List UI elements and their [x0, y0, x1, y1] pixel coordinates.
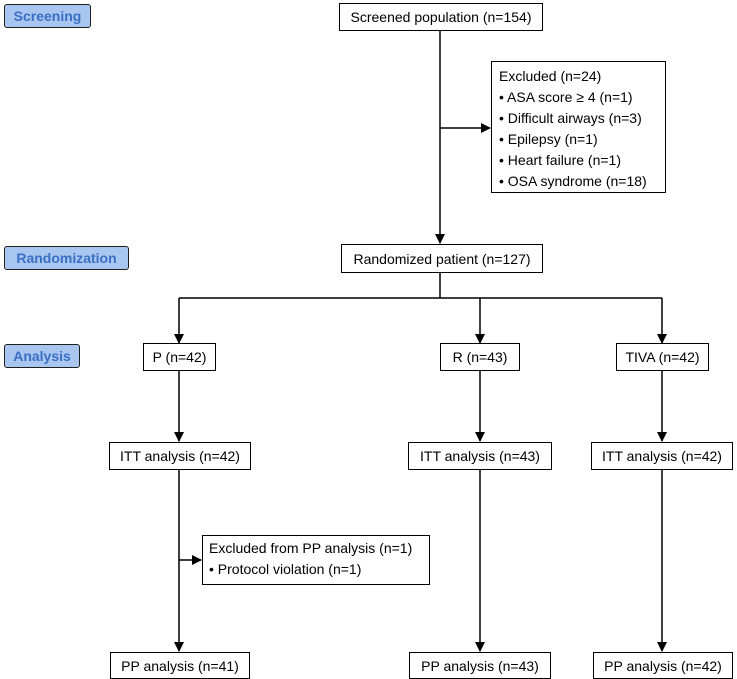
itt-analysis-tiva-box: ITT analysis (n=42): [591, 442, 733, 470]
stage-screening: Screening: [4, 4, 91, 28]
excluded-title: Excluded (n=24): [499, 68, 602, 84]
screened-population-box: Screened population (n=154): [339, 3, 543, 31]
excluded-box: Excluded (n=24) • ASA score ≥ 4 (n=1) • …: [491, 61, 666, 193]
group-tiva-box: TIVA (n=42): [616, 343, 709, 371]
itt-analysis-r-box: ITT analysis (n=43): [408, 442, 552, 470]
group-p-box: P (n=42): [143, 343, 216, 371]
excluded-item: • OSA syndrome (n=18): [499, 173, 647, 189]
excluded-item: • Epilepsy (n=1): [499, 131, 598, 147]
stage-analysis: Analysis: [4, 344, 80, 368]
pp-analysis-p-box: PP analysis (n=41): [110, 652, 250, 679]
itt-analysis-p-box: ITT analysis (n=42): [109, 442, 251, 470]
pp-analysis-tiva-box: PP analysis (n=42): [593, 652, 733, 679]
stage-randomization: Randomization: [4, 246, 129, 270]
randomized-patient-box: Randomized patient (n=127): [341, 244, 543, 273]
excluded-item: • ASA score ≥ 4 (n=1): [499, 89, 633, 105]
pp-excluded-title: Excluded from PP analysis (n=1): [209, 540, 413, 556]
excluded-item: • Heart failure (n=1): [499, 152, 622, 168]
pp-analysis-r-box: PP analysis (n=43): [409, 652, 551, 679]
pp-excluded-box: Excluded from PP analysis (n=1) • Protoc…: [202, 535, 430, 585]
excluded-item: • Difficult airways (n=3): [499, 110, 642, 126]
pp-excluded-item: • Protocol violation (n=1): [209, 561, 362, 577]
group-r-box: R (n=43): [440, 343, 520, 371]
